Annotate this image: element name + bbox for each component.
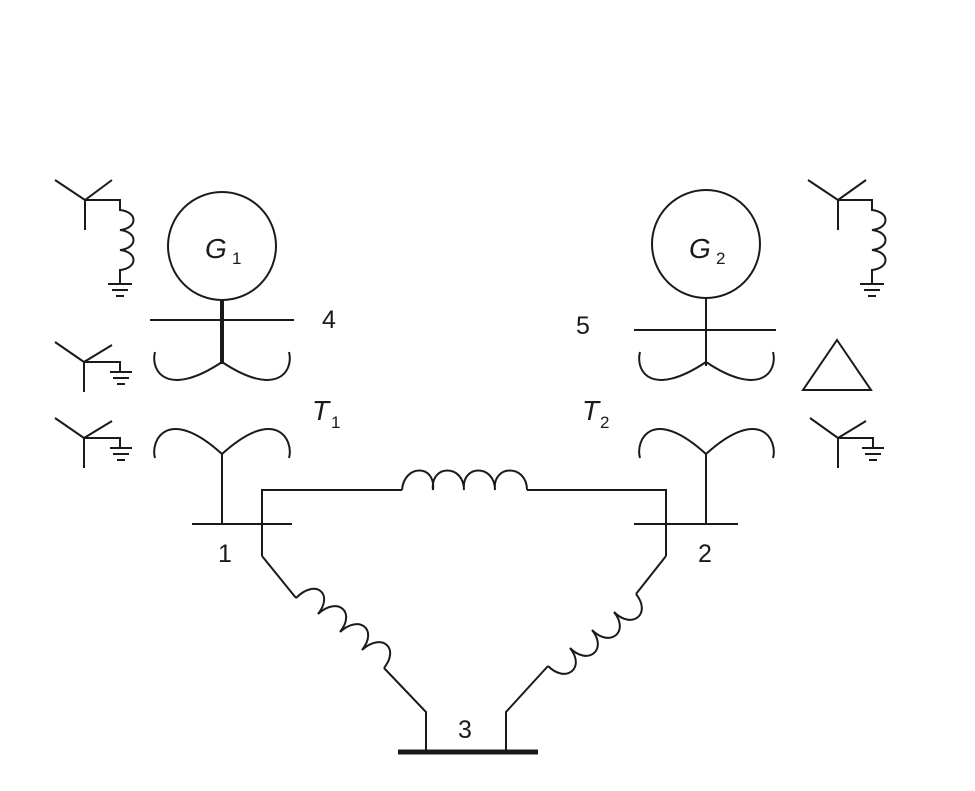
bus-2-label: 2 xyxy=(698,540,712,568)
generator-g2: G 2 xyxy=(651,189,761,299)
generator-g1: G 1 xyxy=(167,191,277,301)
generator-g1-label: G xyxy=(205,233,227,264)
t2-secondary-grounded-wye-symbol xyxy=(809,417,884,468)
bus-4-label: 4 xyxy=(322,306,336,334)
bus-3-label: 3 xyxy=(458,716,472,744)
line-1-2 xyxy=(261,469,667,556)
bus-5-label: 5 xyxy=(576,312,590,340)
bus-1: 1 xyxy=(192,523,292,568)
t2-primary-delta-symbol xyxy=(801,338,873,391)
g2-grounded-wye-inductor-symbol xyxy=(807,179,887,297)
generator-g2-subscript: 2 xyxy=(716,249,725,268)
line-2-3 xyxy=(505,555,667,752)
transformer-t1-subscript: 1 xyxy=(331,413,340,432)
t1-primary-grounded-wye-symbol xyxy=(54,341,132,392)
transformer-t2-label: T xyxy=(582,395,601,426)
bus-5: 5 xyxy=(576,298,776,366)
g1-grounded-wye-inductor-symbol xyxy=(54,179,135,297)
generator-g2-label: G xyxy=(689,233,711,264)
bus-2: 2 xyxy=(634,523,738,568)
line-1-3 xyxy=(261,555,427,752)
t1-secondary-grounded-wye-symbol xyxy=(54,417,132,468)
transformer-t2-subscript: 2 xyxy=(600,413,609,432)
bus-4: 4 xyxy=(150,300,336,364)
bus-3: 3 xyxy=(398,716,538,755)
transformer-t2: T 2 xyxy=(582,351,775,524)
generator-g1-subscript: 1 xyxy=(232,249,241,268)
transformer-t1: T 1 xyxy=(153,351,340,524)
transformer-t1-label: T xyxy=(312,395,331,426)
bus-1-label: 1 xyxy=(218,540,232,568)
